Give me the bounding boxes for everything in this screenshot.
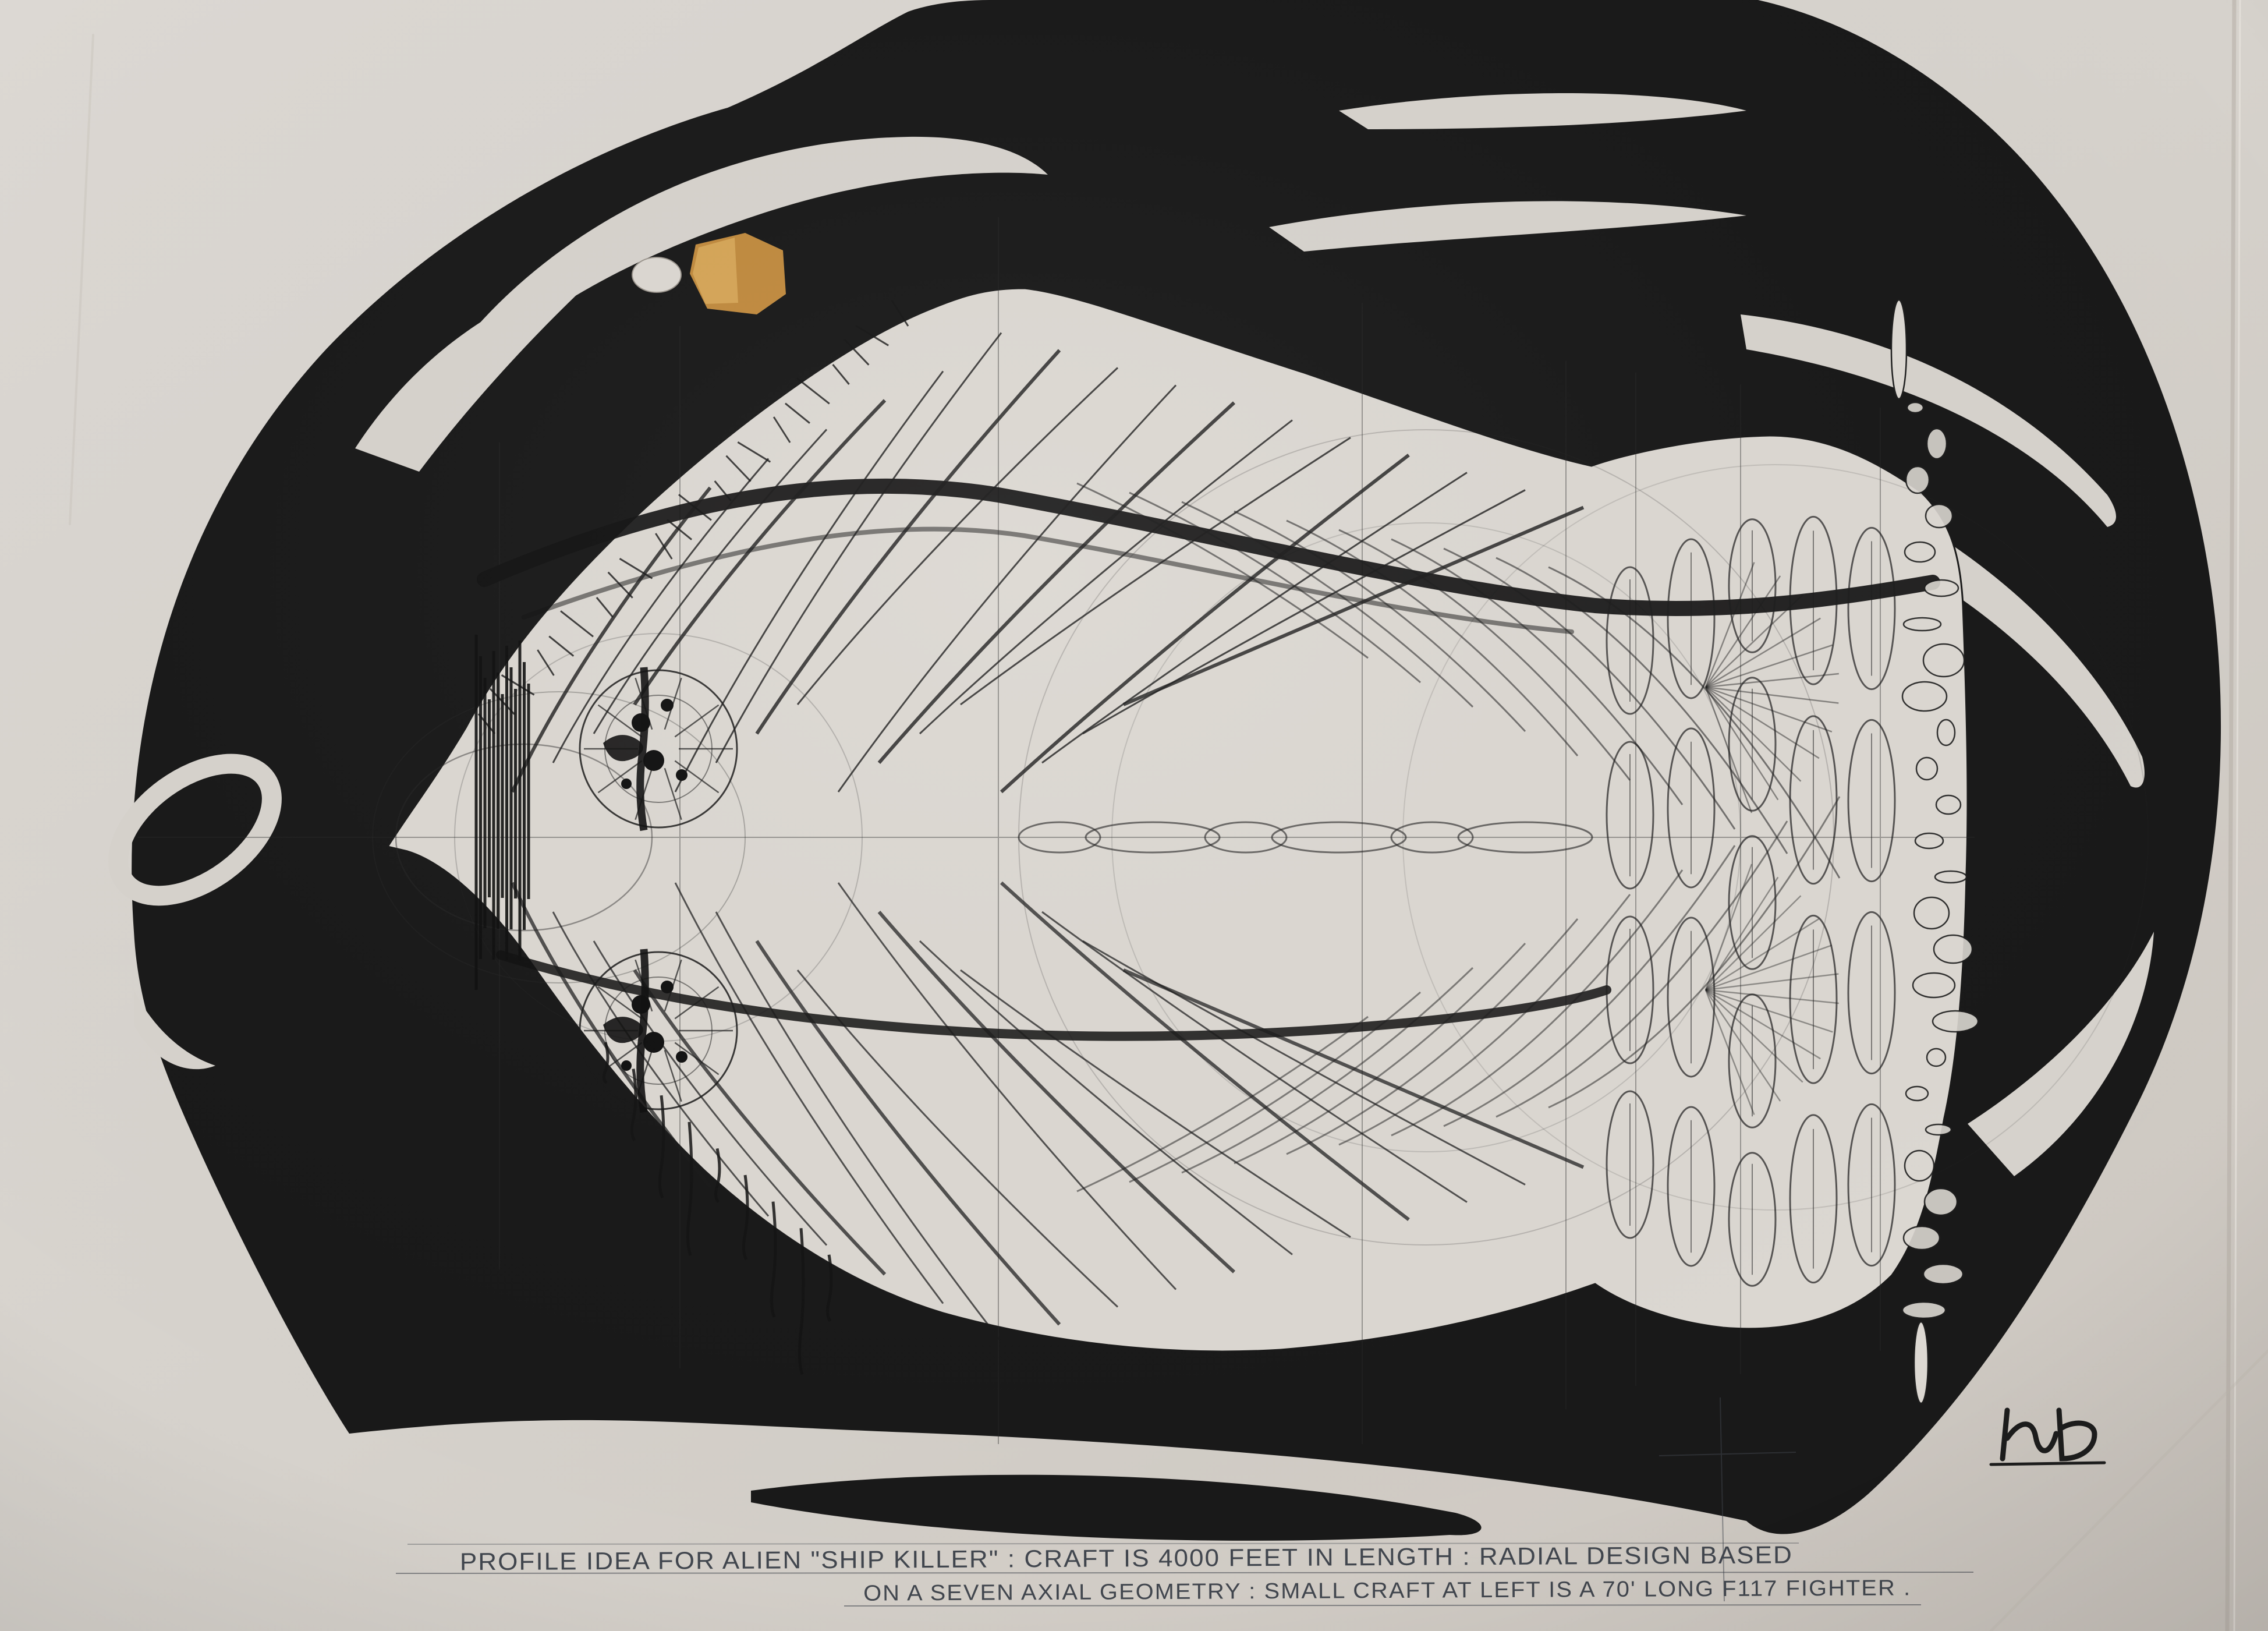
- sketch-canvas: PROFILE IDEA FOR ALIEN "SHIP KILLER" : C…: [0, 0, 2268, 1631]
- photo-vignette: [0, 0, 2268, 1631]
- photograph-of-concept-sketch: PROFILE IDEA FOR ALIEN "SHIP KILLER" : C…: [0, 0, 2268, 1631]
